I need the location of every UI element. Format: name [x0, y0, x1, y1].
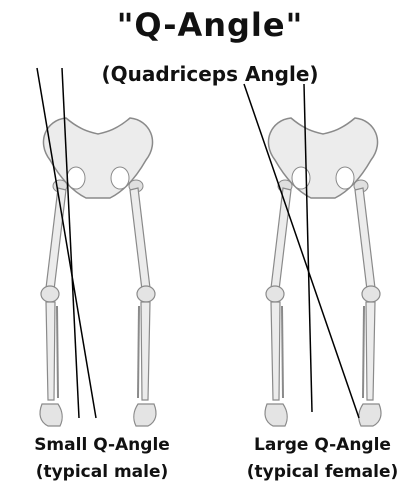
left-skeleton — [40, 118, 156, 426]
page-title: "Q-Angle" — [0, 6, 420, 44]
left-caption-line2: (typical male) — [2, 459, 202, 486]
right-caption: Large Q-Angle (typical female) — [225, 432, 420, 486]
page-subtitle: (Quadriceps Angle) — [0, 62, 420, 86]
left-caption-line1: Small Q-Angle — [2, 432, 202, 459]
left-q-line-b — [62, 68, 79, 418]
right-skeleton — [265, 118, 381, 426]
right-caption-line2: (typical female) — [225, 459, 420, 486]
right-caption-line1: Large Q-Angle — [225, 432, 420, 459]
left-caption: Small Q-Angle (typical male) — [2, 432, 202, 486]
